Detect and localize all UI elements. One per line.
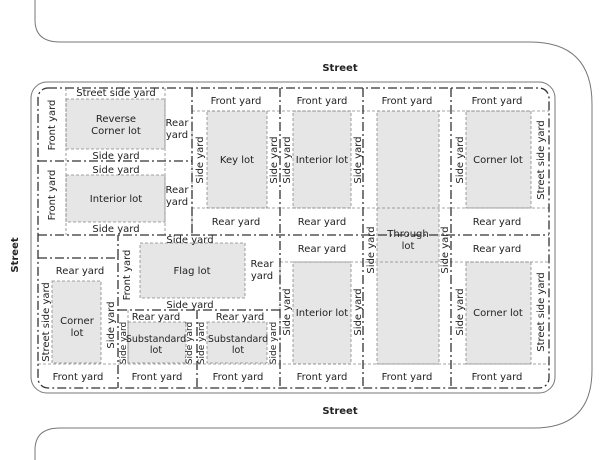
yard-label: Rear yard: [212, 217, 260, 228]
corner-lot-bottom-right: [465, 261, 532, 365]
lot-label: Corner lot: [473, 155, 523, 166]
yard-label: Side yard: [455, 136, 466, 183]
yard-label: Side yard: [119, 322, 129, 364]
yard-label: Side yard: [92, 151, 139, 162]
interior-lot-left: [65, 174, 166, 223]
lot-label: Corner lot: [91, 126, 141, 137]
yard-label: Front yard: [382, 96, 433, 107]
yard-label: Rear yard: [473, 217, 521, 228]
yard-label: Front yard: [53, 372, 104, 383]
yard-label: Front yard: [213, 372, 264, 383]
lots: [51, 98, 532, 365]
street-curb: [34, 0, 593, 460]
lot-label: Interior lot: [90, 194, 143, 205]
yard-label: Side yard: [166, 235, 213, 246]
yard-label: Side yard: [440, 226, 451, 273]
lot-lines: [37, 87, 550, 389]
yard-label: yard: [166, 197, 188, 208]
yard-label: Rear yard: [298, 244, 346, 255]
yard-label: Side yard: [282, 136, 293, 183]
yard-label: Front yard: [472, 372, 523, 383]
flag-lot: [139, 242, 246, 299]
yard-label: Side yard: [353, 136, 364, 183]
yard-label: Front yard: [211, 96, 262, 107]
yard-label: Side yard: [269, 136, 280, 183]
yard-label: Rear yard: [132, 312, 180, 323]
yard-label: yard: [251, 271, 273, 282]
yard-label: Side yard: [366, 226, 377, 273]
lot-label: lot: [71, 328, 84, 339]
interior-lot-bottom: [292, 261, 352, 365]
yard-label: Rear yard: [56, 266, 104, 277]
yard-label: Front yard: [47, 100, 58, 151]
key-lot: [206, 110, 268, 209]
yard-label: Side yard: [185, 322, 195, 364]
lot-label: lot: [402, 241, 415, 252]
lot-label: lot: [150, 345, 162, 356]
lot-label: Interior lot: [296, 155, 349, 166]
lot-label: Flag lot: [173, 266, 210, 277]
street-label-top: Street: [322, 63, 357, 74]
yard-label: Street side yard: [536, 120, 547, 200]
lot-label: Interior lot: [296, 308, 349, 319]
yard-label: Rear: [251, 259, 275, 270]
yard-label: Side yard: [269, 322, 279, 364]
yard-label: Side yard: [197, 322, 207, 364]
lot-label: Substandard: [126, 334, 186, 345]
lot-label: Substandard: [208, 334, 268, 345]
yard-label: yard: [166, 130, 188, 141]
yard-label: Front yard: [472, 96, 523, 107]
yard-label: Front yard: [382, 372, 433, 383]
block-boundary: [30, 81, 556, 394]
yard-label: Rear yard: [298, 217, 346, 228]
lot-label: Corner lot: [473, 308, 523, 319]
yard-label: Rear yard: [473, 244, 521, 255]
yard-label: Side yard: [353, 288, 364, 335]
yard-label: Front yard: [297, 96, 348, 107]
yard-label: Side yard: [166, 300, 213, 311]
yard-label: Side yard: [92, 224, 139, 235]
yard-label: Rear yard: [216, 312, 264, 323]
interior-lot-top: [292, 110, 352, 209]
yard-label: Side yard: [282, 288, 293, 335]
yard-label: Front yard: [47, 170, 58, 221]
lot-label: Reverse: [96, 114, 136, 125]
yard-label: Front yard: [122, 250, 133, 301]
street-label-left: Street: [10, 237, 21, 272]
lot-label: Corner: [60, 316, 95, 327]
yard-label: Front yard: [132, 372, 183, 383]
yard-label: Side yard: [195, 136, 206, 183]
corner-lot-bottom-left: [51, 280, 102, 364]
yard-label: Side yard: [455, 288, 466, 335]
yard-label: Rear: [166, 118, 190, 129]
yard-label: Street side yard: [536, 272, 547, 352]
lot-label: Key lot: [220, 155, 254, 166]
yard-label: Street side yard: [41, 282, 52, 362]
yard-label: Rear: [166, 185, 190, 196]
street-label-bottom: Street: [322, 406, 357, 417]
yard-label: Side yard: [106, 301, 117, 348]
substandard-lot-2: [206, 321, 268, 364]
lot-label: lot: [232, 345, 244, 356]
substandard-lot-1: [127, 321, 187, 364]
lot-label: Through: [386, 229, 428, 240]
yard-label: Front yard: [297, 372, 348, 383]
yard-label: Side yard: [92, 165, 139, 176]
yard-label: Street side yard: [76, 88, 156, 99]
